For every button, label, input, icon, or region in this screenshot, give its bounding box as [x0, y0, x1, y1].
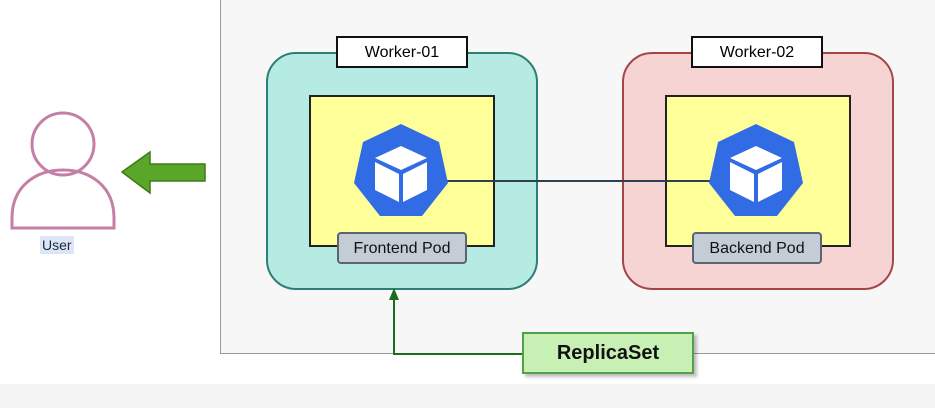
- backend-pod-kubernetes-icon: [709, 124, 803, 216]
- user-icon: [10, 111, 116, 230]
- frontend-pod-label: Frontend Pod: [337, 232, 467, 264]
- user-label: User: [40, 236, 74, 254]
- worker-01-title: Worker-01: [336, 36, 468, 68]
- replicaset-arrowhead: [389, 288, 399, 300]
- replicaset-arrow-line: [393, 296, 522, 355]
- frontend-pod-kubernetes-icon: [354, 124, 448, 216]
- backend-pod-label: Backend Pod: [692, 232, 822, 264]
- replicaset-box: ReplicaSet: [522, 332, 694, 374]
- bottom-band: [0, 384, 935, 408]
- traffic-arrow-icon: [120, 150, 206, 195]
- worker-02-title: Worker-02: [691, 36, 823, 68]
